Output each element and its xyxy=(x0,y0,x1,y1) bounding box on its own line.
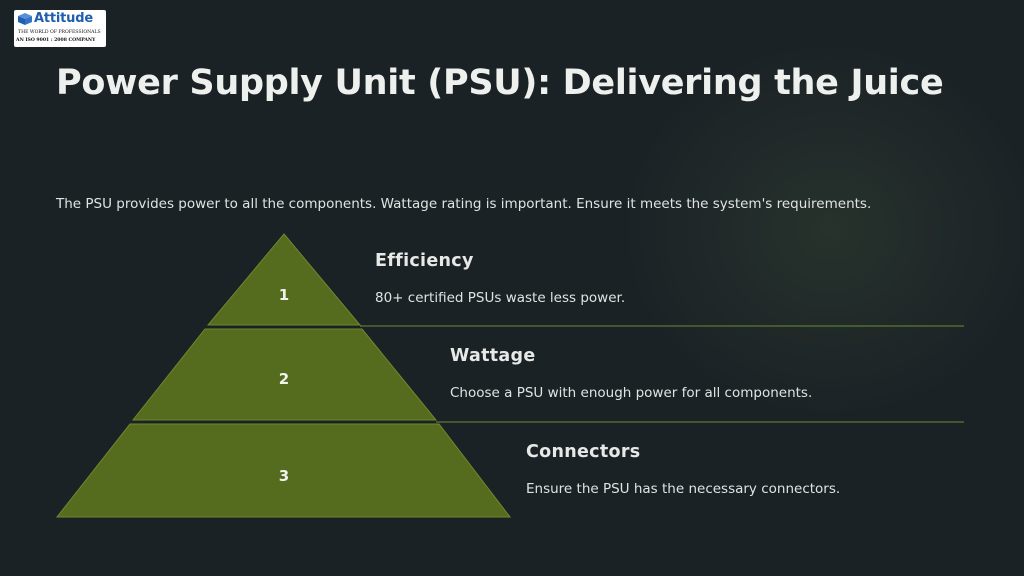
step-desc-wattage: Choose a PSU with enough power for all c… xyxy=(450,385,813,401)
pyramid-tier-2 xyxy=(131,328,438,421)
cube-logo-icon xyxy=(18,13,32,25)
pyramid-tier-1 xyxy=(206,233,362,326)
tier-number-3: 3 xyxy=(279,467,289,485)
step-heading-efficiency: Efficiency xyxy=(375,251,474,271)
step-heading-connectors: Connectors xyxy=(526,442,641,462)
tier-number-1: 1 xyxy=(279,286,289,304)
pyramid-tier-3 xyxy=(55,423,512,518)
tier-number-2: 2 xyxy=(279,370,289,388)
logo-certification: An ISO 9001 : 2008 Company xyxy=(16,38,96,43)
page-title: Power Supply Unit (PSU): Delivering the … xyxy=(56,63,944,103)
page-subtitle: The PSU provides power to all the compon… xyxy=(56,196,872,212)
step-desc-efficiency: 80+ certified PSUs waste less power. xyxy=(375,290,626,306)
logo-tagline: The World Of Professionals xyxy=(18,30,101,35)
logo-name: Attitude xyxy=(34,11,93,26)
background-glow xyxy=(620,40,1024,420)
company-logo: Attitude The World Of Professionals An I… xyxy=(14,10,106,47)
step-desc-connectors: Ensure the PSU has the necessary connect… xyxy=(526,481,841,497)
step-heading-wattage: Wattage xyxy=(450,346,536,366)
